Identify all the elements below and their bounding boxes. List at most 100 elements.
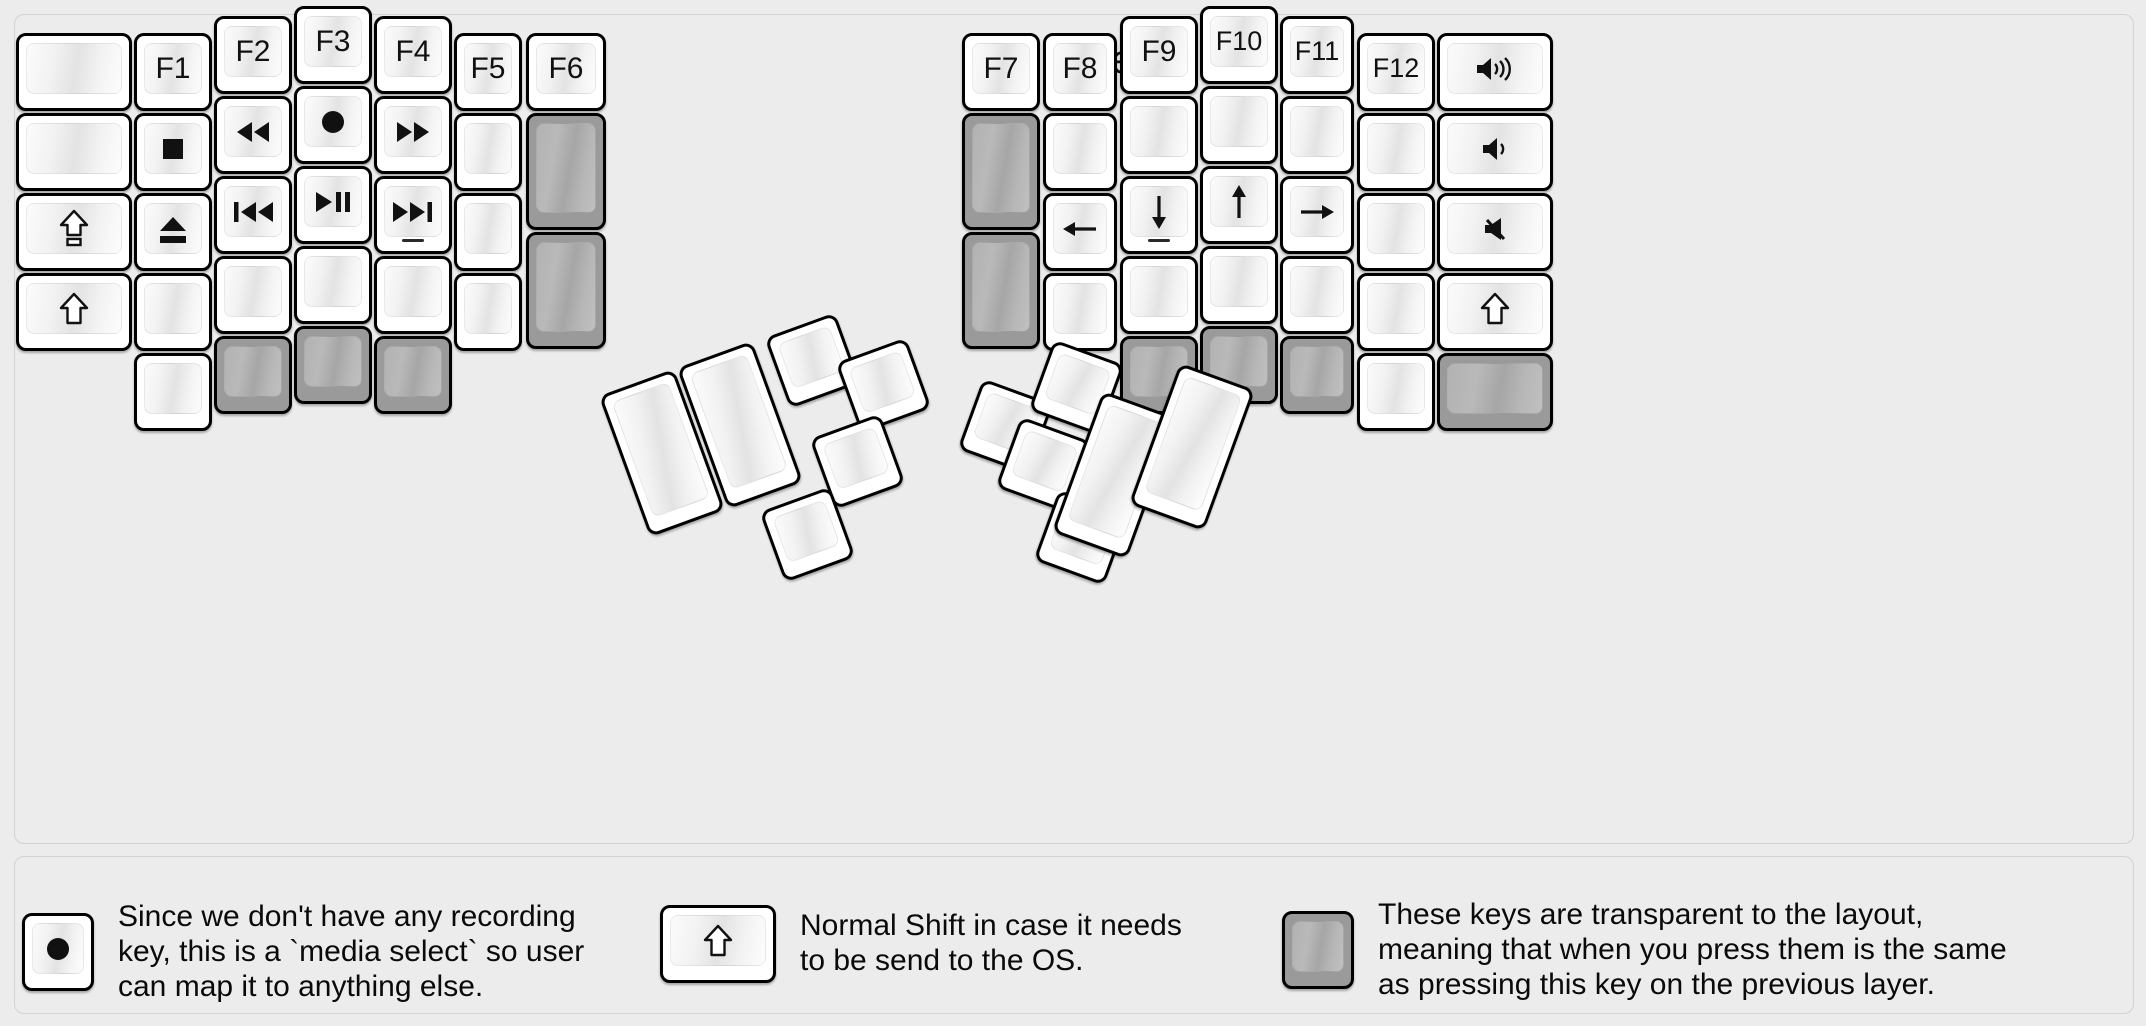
right-index-inner-key-1[interactable]: F8 [1043, 33, 1117, 111]
left-ring-key-5[interactable] [214, 336, 292, 414]
key-cap [26, 283, 122, 334]
key-label: F1 [155, 51, 191, 85]
key-cap: F8 [1053, 43, 1107, 94]
right-index-key-1[interactable]: F9 [1120, 16, 1198, 94]
right-index-key-2[interactable] [1120, 96, 1198, 174]
right-ring-key-3[interactable] [1280, 176, 1354, 254]
left-inner-key-2[interactable] [526, 113, 606, 230]
key-cap [384, 106, 442, 157]
left-index-key-2[interactable] [374, 96, 452, 174]
left-inner-key-3[interactable] [526, 232, 606, 349]
right-pinky-key-3[interactable] [1357, 193, 1435, 271]
left-pinky-outer-key-4[interactable] [16, 273, 132, 351]
key-cap [1367, 123, 1425, 174]
left-pinky-key-2[interactable] [134, 113, 212, 191]
right-pinky-key-1[interactable]: F12 [1357, 33, 1435, 111]
right-ring-key-2[interactable] [1280, 96, 1354, 174]
key-cap: F10 [1210, 16, 1268, 67]
right-pinky-outer-key-4[interactable] [1437, 273, 1553, 351]
key-cap: F7 [972, 43, 1030, 94]
key-label: F11 [1294, 36, 1340, 66]
right-middle-key-2[interactable] [1200, 86, 1278, 164]
key-label: F5 [470, 51, 506, 85]
left-pinky-key-1[interactable]: F1 [134, 33, 212, 111]
left-pinky-key-4[interactable] [134, 273, 212, 351]
right-pinky-key-5[interactable] [1357, 353, 1435, 431]
left-index-key-5[interactable] [374, 336, 452, 414]
key-cap [777, 325, 846, 390]
legend-panel [14, 856, 2134, 1014]
left-ring-key-3[interactable] [214, 176, 292, 254]
arrow-left-icon [1061, 217, 1099, 241]
left-pinky-outer-key-2[interactable] [16, 113, 132, 191]
right-middle-key-3[interactable] [1200, 166, 1278, 244]
left-index-key-3[interactable] [374, 176, 452, 254]
key-cap [144, 363, 202, 414]
right-index-key-3[interactable] [1120, 176, 1198, 254]
left-middle-key-1[interactable]: F3 [294, 6, 372, 84]
key-cap: F2 [224, 26, 282, 77]
right-pinky-key-2[interactable] [1357, 113, 1435, 191]
right-inner-key-3[interactable] [962, 232, 1040, 349]
media-stop-icon [158, 134, 188, 164]
media-play-pause-icon [314, 189, 352, 215]
left-middle-key-3[interactable] [294, 166, 372, 244]
left-ring-key-1[interactable]: F2 [214, 16, 292, 94]
key-cap [1367, 283, 1425, 334]
key-cap [1210, 256, 1268, 307]
right-inner-key-2[interactable] [962, 113, 1040, 230]
right-index-inner-key-3[interactable] [1043, 193, 1117, 271]
key-cap [536, 123, 596, 213]
key-cap [304, 176, 362, 227]
left-middle-key-2[interactable] [294, 86, 372, 164]
key-cap [144, 123, 202, 174]
key-label: F3 [315, 24, 351, 58]
right-pinky-outer-key-5[interactable] [1437, 353, 1553, 431]
key-cap [670, 915, 766, 966]
right-index-key-4[interactable] [1120, 256, 1198, 334]
key-cap [1367, 203, 1425, 254]
legend-sample-key-3[interactable] [1282, 911, 1354, 990]
left-index-inner-key-1[interactable]: F5 [454, 33, 522, 111]
left-pinky-key-5[interactable] [134, 353, 212, 431]
left-index-inner-key-4[interactable] [454, 273, 522, 351]
shift-arrow-icon [703, 924, 733, 958]
left-inner-key-1[interactable]: F6 [526, 33, 606, 111]
left-pinky-key-3[interactable] [134, 193, 212, 271]
left-ring-key-4[interactable] [214, 256, 292, 334]
shift-arrow-icon [1480, 292, 1510, 326]
left-middle-key-4[interactable] [294, 246, 372, 324]
left-index-key-4[interactable] [374, 256, 452, 334]
legend-sample-key-1[interactable] [22, 913, 94, 992]
legend-sample-key-2[interactable] [660, 905, 776, 983]
right-inner-key-1[interactable]: F7 [962, 33, 1040, 111]
right-middle-key-1[interactable]: F10 [1200, 6, 1278, 84]
right-ring-key-1[interactable]: F11 [1280, 16, 1354, 94]
right-pinky-key-4[interactable] [1357, 273, 1435, 351]
left-ring-key-2[interactable] [214, 96, 292, 174]
key-label: F7 [983, 51, 1019, 85]
key-label: F12 [1372, 53, 1420, 83]
right-index-inner-key-2[interactable] [1043, 113, 1117, 191]
media-next-track-icon [392, 199, 434, 225]
left-index-key-1[interactable]: F4 [374, 16, 452, 94]
left-middle-key-5[interactable] [294, 326, 372, 404]
key-cap [26, 123, 122, 174]
left-index-inner-key-3[interactable] [454, 193, 522, 271]
legend-item-1: Since we don't have any recording key, t… [22, 900, 584, 1004]
left-pinky-outer-key-3[interactable] [16, 193, 132, 271]
right-ring-key-4[interactable] [1280, 256, 1354, 334]
volume-up-icon [1474, 55, 1516, 83]
left-pinky-outer-key-1[interactable] [16, 33, 132, 111]
right-middle-key-4[interactable] [1200, 246, 1278, 324]
right-pinky-outer-key-2[interactable] [1437, 113, 1553, 191]
right-ring-key-5[interactable] [1280, 336, 1354, 414]
right-pinky-outer-key-1[interactable] [1437, 33, 1553, 111]
legend-text-3: These keys are transparent to the layout… [1378, 898, 2007, 1001]
key-cap [1292, 921, 1344, 973]
right-pinky-outer-key-3[interactable] [1437, 193, 1553, 271]
left-index-inner-key-2[interactable] [454, 113, 522, 191]
media-rewind-icon [234, 119, 272, 145]
key-cap [848, 350, 917, 415]
right-index-inner-key-4[interactable] [1043, 273, 1117, 351]
